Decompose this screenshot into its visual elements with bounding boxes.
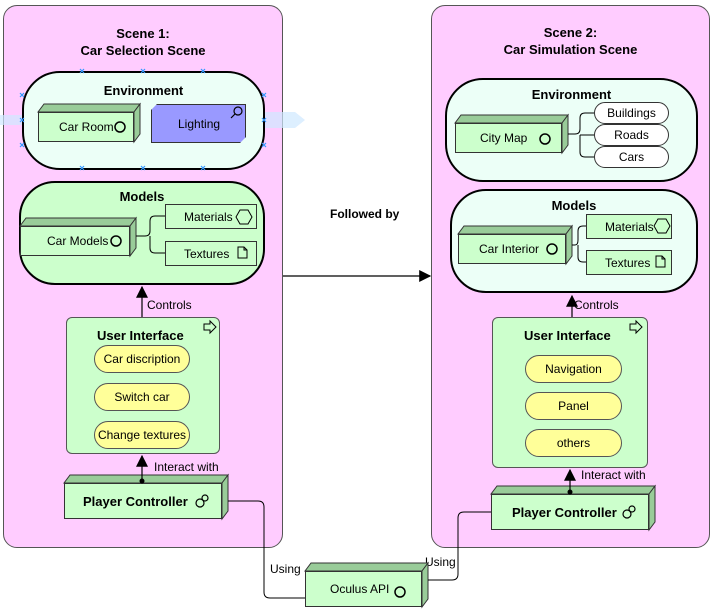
scene-2-controls-label: Controls xyxy=(574,298,619,312)
navigation-item[interactable]: Navigation xyxy=(525,355,622,383)
using-right-label: Using xyxy=(425,555,456,569)
cars-item[interactable]: Cars xyxy=(594,146,669,168)
scene-1-environment-title: Environment xyxy=(103,83,184,98)
gear-icon xyxy=(195,494,636,519)
scene-2-title-line2: Car Simulation Scene xyxy=(503,42,638,57)
selection-handles xyxy=(19,68,267,171)
car-models-label: Car Models xyxy=(47,234,109,248)
scene-2-user-interface-title: User Interface xyxy=(524,328,611,343)
scene-2-models-title: Models xyxy=(551,198,597,213)
car-interior-node[interactable]: Car Interior xyxy=(458,234,566,264)
scene-1-controls-label: Controls xyxy=(147,298,192,312)
scene-1-title-line1: Scene 1: xyxy=(116,26,170,41)
using-right-line xyxy=(428,511,491,581)
scene-1-models-title: Models xyxy=(119,189,165,204)
scene-2-interact-label: Interact with xyxy=(581,468,646,482)
branch-lines xyxy=(136,112,594,263)
scene-2-environment-title: Environment xyxy=(531,87,612,102)
car-models-node[interactable]: Car Models xyxy=(20,226,130,256)
hexagon-icon xyxy=(235,209,671,234)
scene-2-textures-label: Textures xyxy=(605,255,651,270)
followed-by-label: Followed by xyxy=(330,207,400,221)
change-textures-item[interactable]: Change textures xyxy=(94,421,190,449)
roads-item[interactable]: Roads xyxy=(594,124,669,146)
using-left-label: Using xyxy=(270,562,301,576)
scene-1-materials-label: Materials xyxy=(184,209,233,224)
buildings-item[interactable]: Buildings xyxy=(594,102,669,124)
scene-1-player-controller-label: Player Controller xyxy=(83,493,188,509)
city-map-node[interactable]: City Map xyxy=(455,123,562,153)
scene-1-textures-node[interactable]: Textures xyxy=(165,241,257,266)
scene-2-title: Scene 2: Car Simulation Scene xyxy=(431,24,710,58)
panel-item[interactable]: Panel xyxy=(525,392,622,420)
others-item[interactable]: others xyxy=(525,429,622,457)
scene-2-player-controller-label: Player Controller xyxy=(512,504,617,520)
scene-2-textures-node[interactable]: Textures xyxy=(586,250,672,275)
ui-arrow-icon xyxy=(203,319,643,335)
lighting-node[interactable]: Lighting xyxy=(151,104,246,143)
car-description-item[interactable]: Car discription xyxy=(94,345,190,373)
document-icon xyxy=(237,246,666,268)
scene-1-title-line2: Car Selection Scene xyxy=(80,43,206,58)
scene-1-textures-label: Textures xyxy=(184,246,230,261)
oculus-api-label: Oculus API xyxy=(330,582,390,596)
scene-1-title: Scene 1: Car Selection Scene xyxy=(3,25,283,59)
lighting-label: Lighting xyxy=(178,117,221,131)
scene-2-materials-node[interactable]: Materials xyxy=(586,214,672,239)
selection-shadow-arrow xyxy=(0,112,305,128)
car-room-label: Car Room xyxy=(59,120,114,134)
city-map-label: City Map xyxy=(480,131,528,145)
scene-1-materials-node[interactable]: Materials xyxy=(165,204,257,229)
scene-2-title-line1: Scene 2: xyxy=(543,25,598,40)
car-interior-label: Car Interior xyxy=(479,242,540,256)
interact-arrows xyxy=(136,454,576,495)
scene-1-interact-label: Interact with xyxy=(154,460,219,474)
scene-2-materials-label: Materials xyxy=(605,219,654,234)
box-faces xyxy=(19,102,656,609)
using-left-line xyxy=(228,500,305,599)
interface-icons xyxy=(110,121,558,598)
search-icon xyxy=(230,106,243,119)
scene-1-player-controller-node[interactable]: Player Controller xyxy=(64,483,222,519)
scene-1-user-interface-title: User Interface xyxy=(97,328,184,343)
scene-2-player-controller-node[interactable]: Player Controller xyxy=(491,494,649,530)
switch-car-item[interactable]: Switch car xyxy=(94,383,190,411)
